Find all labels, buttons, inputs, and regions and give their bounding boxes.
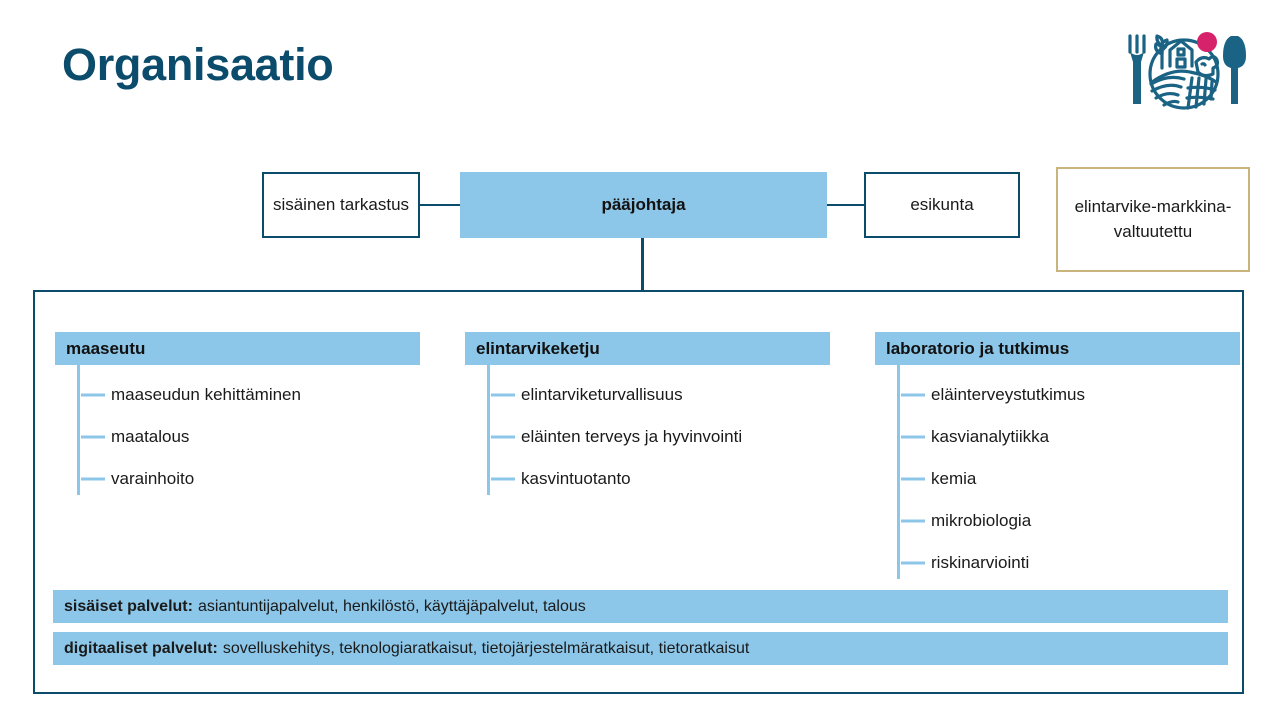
service-bar-digital-services-value: sovelluskehitys, teknologiaratkaisut, ti… [222,639,750,657]
box-internal-audit[interactable]: sisäinen tarkastus [262,172,420,238]
list-item[interactable]: varainhoito [81,458,420,500]
list-item[interactable]: eläinterveystutkimus [901,374,1240,416]
box-food-market-ombudsman[interactable]: elintarvike-markkina-valtuutettu [1056,167,1250,272]
list-item[interactable]: mikrobiologia [901,500,1240,542]
connector-line-internal-audit [420,203,460,206]
connector-line-to-departments [641,238,644,291]
service-bar-internal-services[interactable]: sisäiset palvelut: asiantuntijapalvelut,… [53,590,1228,623]
service-bar-internal-services-value: asiantuntijapalvelut, henkilöstö, käyttä… [197,597,586,615]
department-columns: maaseutu maaseudun kehittäminen maatalou… [55,332,1240,584]
column-items-elintarvikeketju: elintarviketurvallisuus eläinten terveys… [465,365,830,500]
column-header-laboratorio-ja-tutkimus[interactable]: laboratorio ja tutkimus [875,332,1240,365]
department-column-maaseutu: maaseutu maaseudun kehittäminen maatalou… [55,332,420,584]
column-header-maaseutu[interactable]: maaseutu [55,332,420,365]
list-item[interactable]: elintarviketurvallisuus [491,374,830,416]
list-item[interactable]: kemia [901,458,1240,500]
connector-line-staff-unit [827,203,864,206]
service-bar-digital-services[interactable]: digitaaliset palvelut: sovelluskehitys, … [53,632,1228,665]
service-bars: sisäiset palvelut: asiantuntijapalvelut,… [53,590,1228,665]
box-director-general[interactable]: pääjohtaja [460,172,827,238]
list-item[interactable]: maatalous [81,416,420,458]
list-item[interactable]: eläinten terveys ja hyvinvointi [491,416,830,458]
department-column-laboratorio-ja-tutkimus: laboratorio ja tutkimus eläinterveystutk… [875,332,1240,584]
box-staff-unit[interactable]: esikunta [864,172,1020,238]
food-authority-logo [1118,22,1254,118]
department-column-elintarvikeketju: elintarvikeketju elintarviketurvallisuus… [465,332,830,584]
service-bar-digital-services-label: digitaaliset palvelut: [64,639,218,657]
column-header-elintarvikeketju[interactable]: elintarvikeketju [465,332,830,365]
list-item[interactable]: kasvianalytiikka [901,416,1240,458]
departments-container: maaseutu maaseudun kehittäminen maatalou… [33,290,1244,694]
column-items-laboratorio-ja-tutkimus: eläinterveystutkimus kasvianalytiikka ke… [875,365,1240,584]
column-items-maaseutu: maaseudun kehittäminen maatalous varainh… [55,365,420,500]
list-item[interactable]: maaseudun kehittäminen [81,374,420,416]
page-title: Organisaatio [62,39,334,90]
list-item[interactable]: kasvintuotanto [491,458,830,500]
service-bar-internal-services-label: sisäiset palvelut: [64,597,193,615]
list-item[interactable]: riskinarviointi [901,542,1240,584]
